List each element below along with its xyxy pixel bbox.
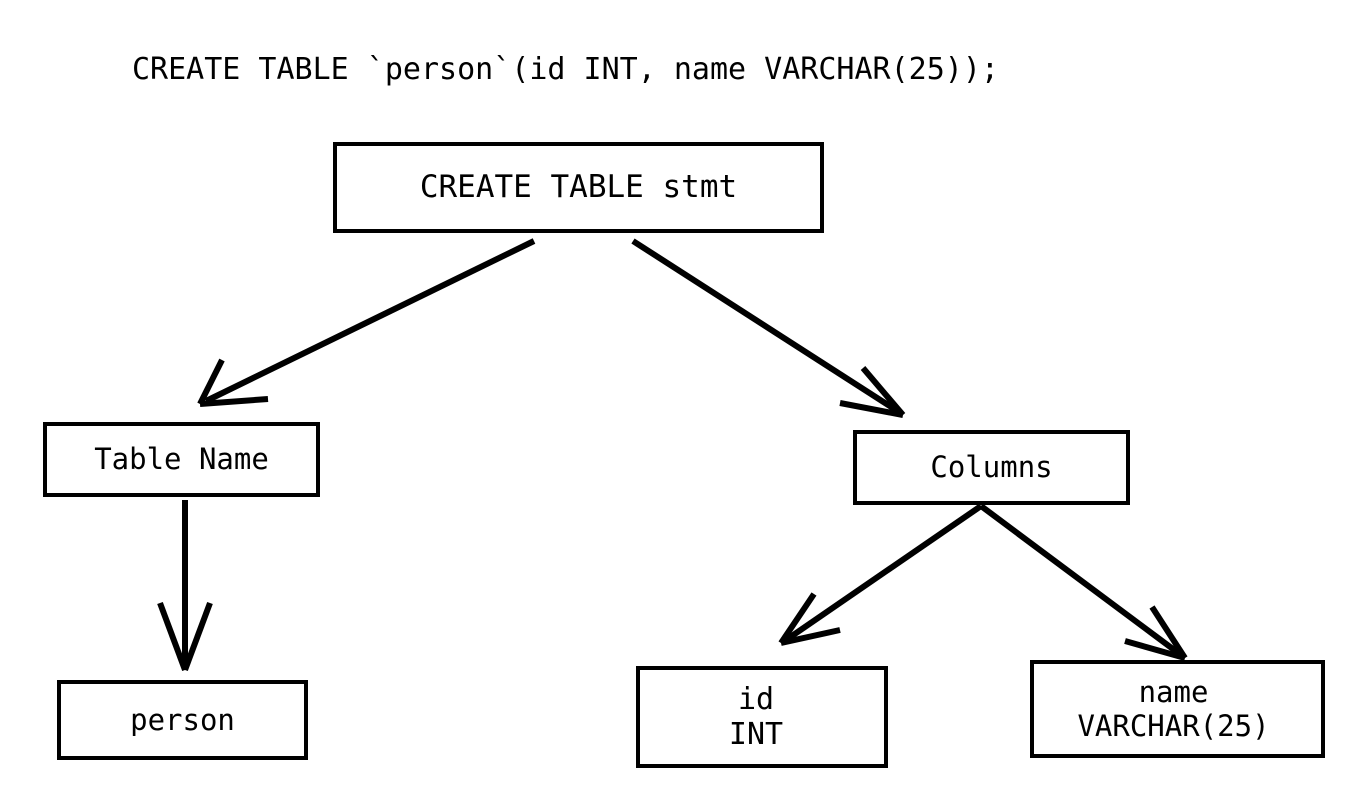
node-column-name: id — [737, 681, 775, 717]
node-columns[interactable]: Columns — [853, 430, 1130, 505]
node-column-id[interactable]: id INT — [636, 666, 888, 768]
node-column-type: INT — [728, 717, 784, 752]
sql-statement-title: CREATE TABLE `person`(id INT, name VARCH… — [132, 52, 999, 87]
edge-table-name-to-person — [157, 500, 213, 672]
node-column-name-varchar[interactable]: name VARCHAR(25) — [1030, 660, 1325, 758]
edge-columns-to-col-id — [778, 503, 983, 646]
node-label: person — [130, 702, 235, 737]
edge-root-to-table-name — [197, 238, 536, 407]
node-label: Table Name — [94, 442, 269, 477]
node-table-name[interactable]: Table Name — [43, 422, 320, 497]
node-column-type: VARCHAR(25) — [1077, 709, 1270, 743]
node-person[interactable]: person — [57, 680, 308, 760]
node-label: Columns — [930, 450, 1053, 485]
edge-root-to-columns — [631, 238, 906, 418]
node-label: CREATE TABLE stmt — [419, 169, 738, 206]
node-create-table-stmt[interactable]: CREATE TABLE stmt — [333, 142, 824, 233]
edge-columns-to-col-name — [979, 503, 1188, 661]
node-column-name: name — [1138, 674, 1209, 709]
